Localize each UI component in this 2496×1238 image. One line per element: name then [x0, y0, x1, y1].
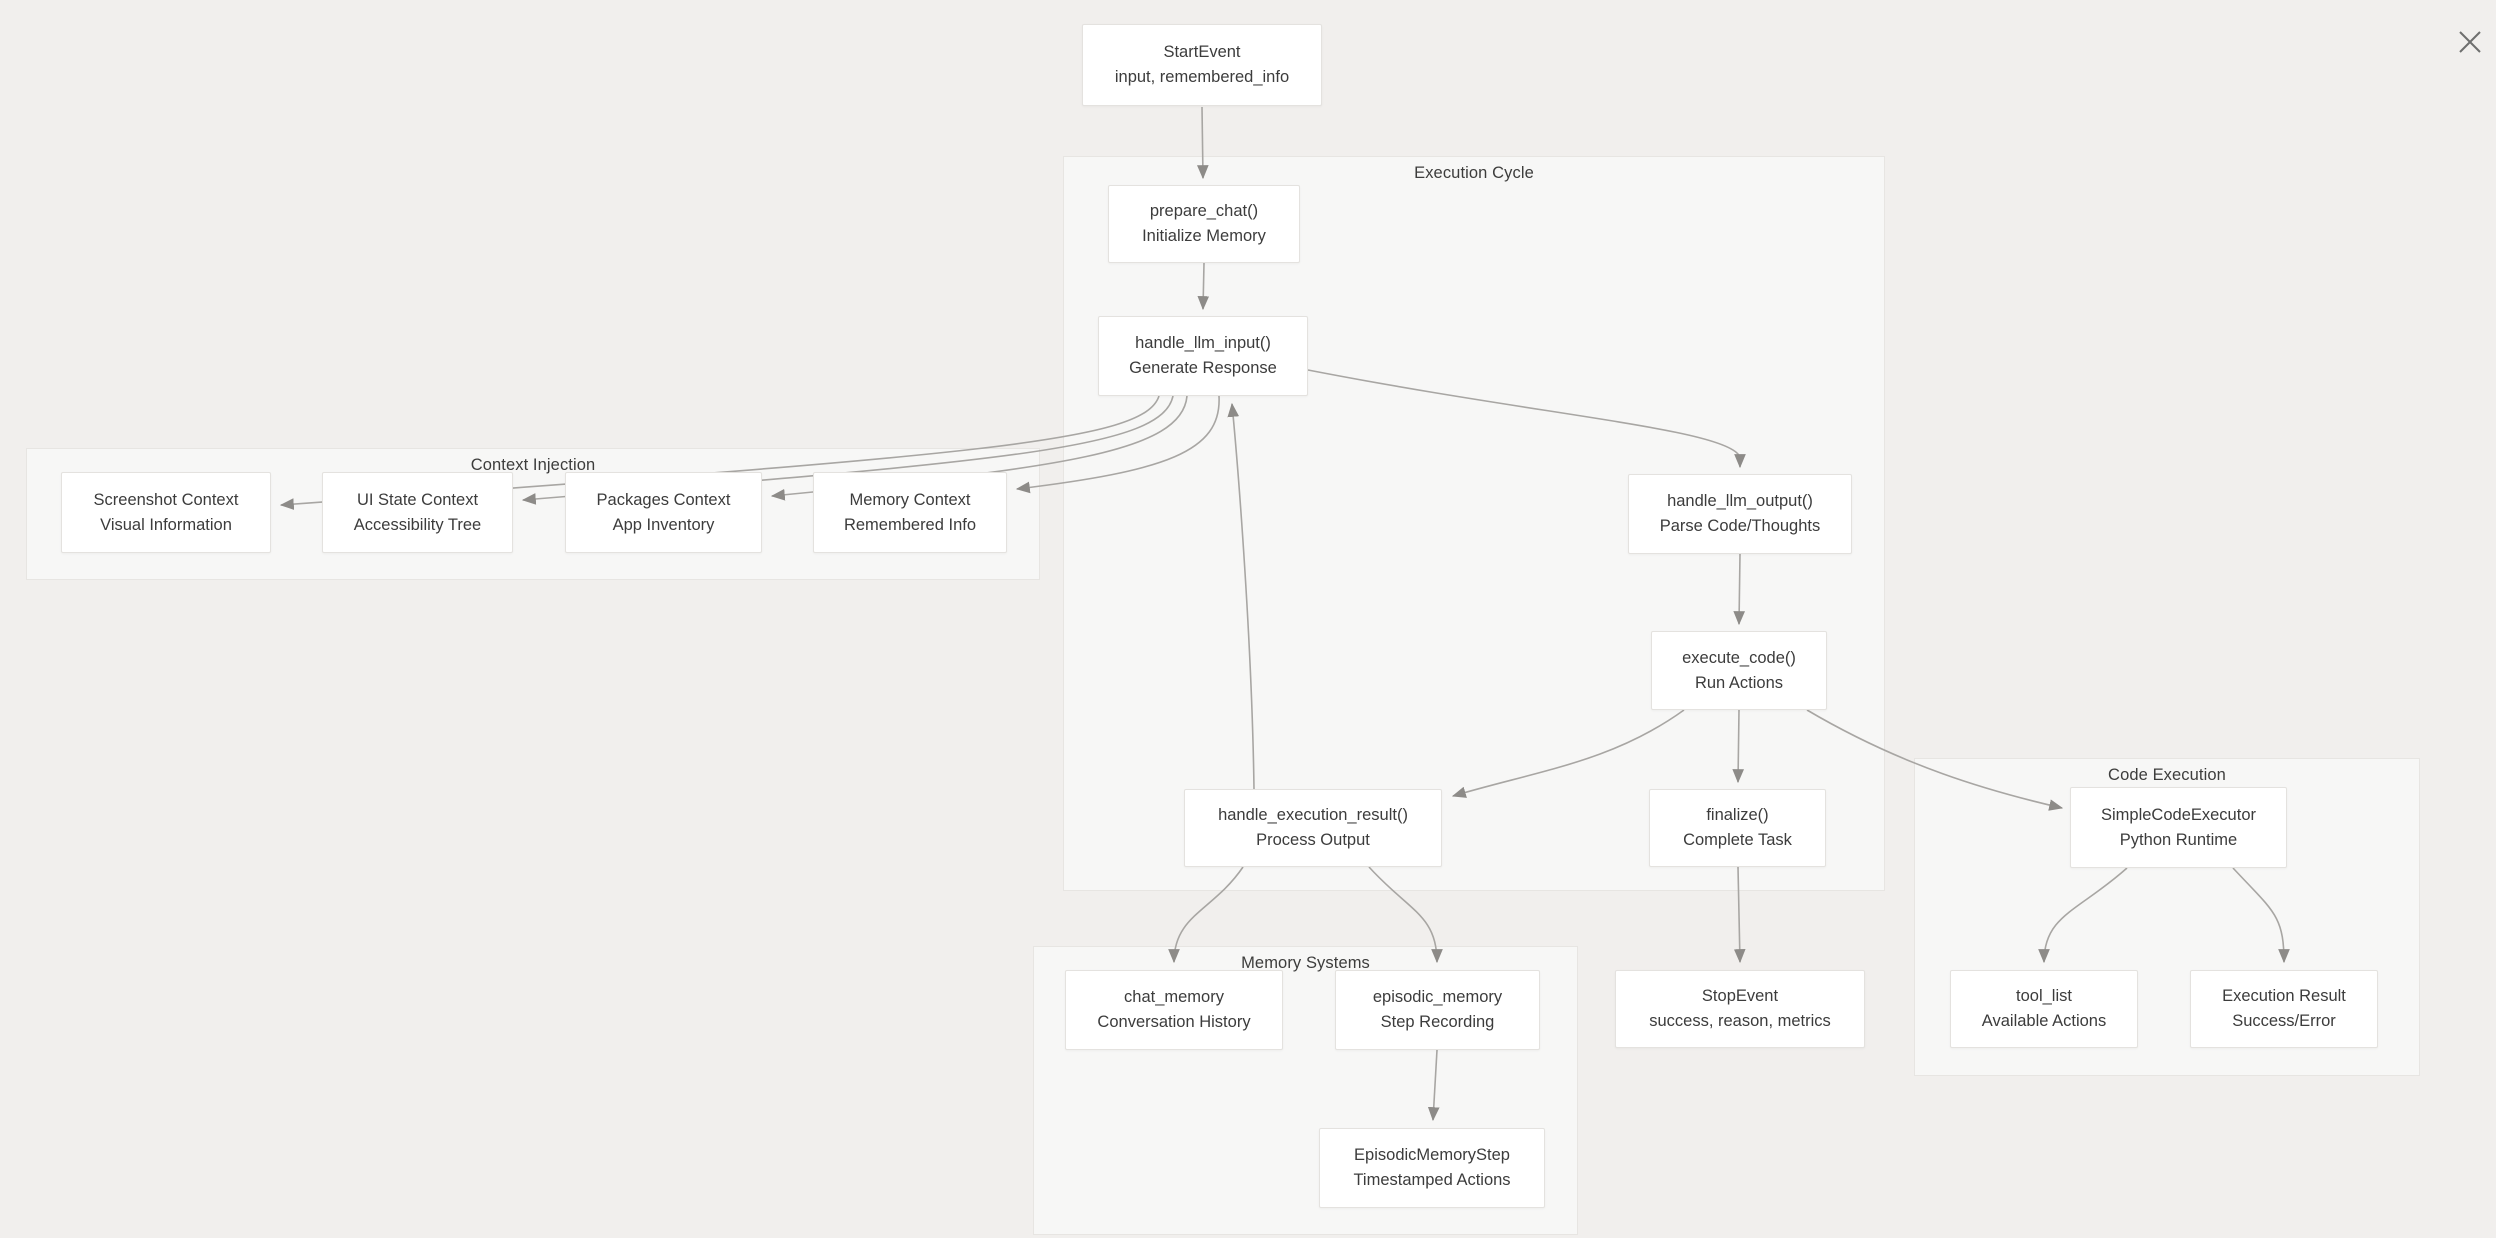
- node-title-packages-context: Packages Context: [596, 490, 731, 509]
- node-subtitle-execute-code: Run Actions: [1694, 673, 1784, 692]
- node-title-prepare-chat: prepare_chat(): [1149, 202, 1259, 220]
- node-execute-code: execute_code() Run Actions: [1651, 631, 1827, 710]
- node-subtitle-ui-state-context: Accessibility Tree: [353, 515, 482, 534]
- node-subtitle-memory-context: Remembered Info: [843, 515, 977, 534]
- node-handle-llm-output: handle_llm_output() Parse Code/Thoughts: [1628, 474, 1852, 554]
- group-label-execution-cycle: Execution Cycle: [1414, 164, 1534, 182]
- node-handle-execution-result: handle_execution_result() Process Output: [1184, 789, 1442, 867]
- node-subtitle-execution-result: Success/Error: [2232, 1012, 2336, 1030]
- node-title-tool-list: tool_list: [2016, 987, 2072, 1005]
- node-title-execute-code: execute_code(): [1682, 648, 1796, 667]
- node-subtitle-screenshot-context: Visual Information: [100, 515, 232, 534]
- node-title-simple-code-executor: SimpleCodeExecutor: [2101, 805, 2256, 824]
- node-prepare-chat: prepare_chat() Initialize Memory: [1108, 185, 1300, 263]
- node-start-event: StartEvent input, remembered_info: [1082, 24, 1322, 106]
- node-handle-llm-input: handle_llm_input() Generate Response: [1098, 316, 1308, 396]
- group-label-memory-systems: Memory Systems: [1241, 954, 1370, 972]
- node-title-chat-memory: chat_memory: [1124, 988, 1224, 1006]
- node-title-handle-llm-output: handle_llm_output(): [1667, 492, 1813, 510]
- node-finalize: finalize() Complete Task: [1649, 789, 1826, 867]
- node-stop-event: StopEvent success, reason, metrics: [1615, 970, 1865, 1048]
- node-subtitle-episodic-memory: Step Recording: [1380, 1013, 1495, 1031]
- node-title-execution-result: Execution Result: [2222, 987, 2346, 1005]
- group-label-code-execution: Code Execution: [2108, 766, 2226, 784]
- node-subtitle-episodic-memory-step: Timestamped Actions: [1353, 1171, 1511, 1189]
- node-subtitle-tool-list: Available Actions: [1981, 1012, 2107, 1030]
- node-subtitle-prepare-chat: Initialize Memory: [1142, 227, 1266, 245]
- node-title-handle-llm-input: handle_llm_input(): [1135, 334, 1271, 352]
- node-title-memory-context: Memory Context: [849, 490, 971, 509]
- node-title-stop-event: StopEvent: [1701, 987, 1779, 1005]
- node-subtitle-handle-llm-input: Generate Response: [1129, 359, 1277, 377]
- node-title-handle-execution-result: handle_execution_result(): [1218, 806, 1408, 824]
- node-subtitle-start-event: input, remembered_info: [1114, 68, 1290, 86]
- close-icon: [2459, 31, 2481, 53]
- node-title-episodic-memory-step: EpisodicMemoryStep: [1354, 1146, 1510, 1164]
- node-title-ui-state-context: UI State Context: [356, 490, 479, 509]
- node-title-start-event: StartEvent: [1163, 43, 1241, 61]
- node-subtitle-finalize: Complete Task: [1683, 831, 1792, 849]
- node-subtitle-chat-memory: Conversation History: [1097, 1013, 1251, 1031]
- node-subtitle-handle-llm-output: Parse Code/Thoughts: [1659, 517, 1821, 535]
- node-title-screenshot-context: Screenshot Context: [93, 490, 239, 509]
- node-subtitle-simple-code-executor: Python Runtime: [2119, 830, 2238, 849]
- node-subtitle-stop-event: success, reason, metrics: [1649, 1012, 1831, 1030]
- node-title-finalize: finalize(): [1706, 806, 1769, 824]
- node-subtitle-packages-context: App Inventory: [612, 515, 715, 534]
- close-button[interactable]: [2446, 18, 2494, 66]
- node-title-episodic-memory: episodic_memory: [1372, 988, 1503, 1006]
- node-subtitle-handle-execution-result: Process Output: [1256, 831, 1370, 849]
